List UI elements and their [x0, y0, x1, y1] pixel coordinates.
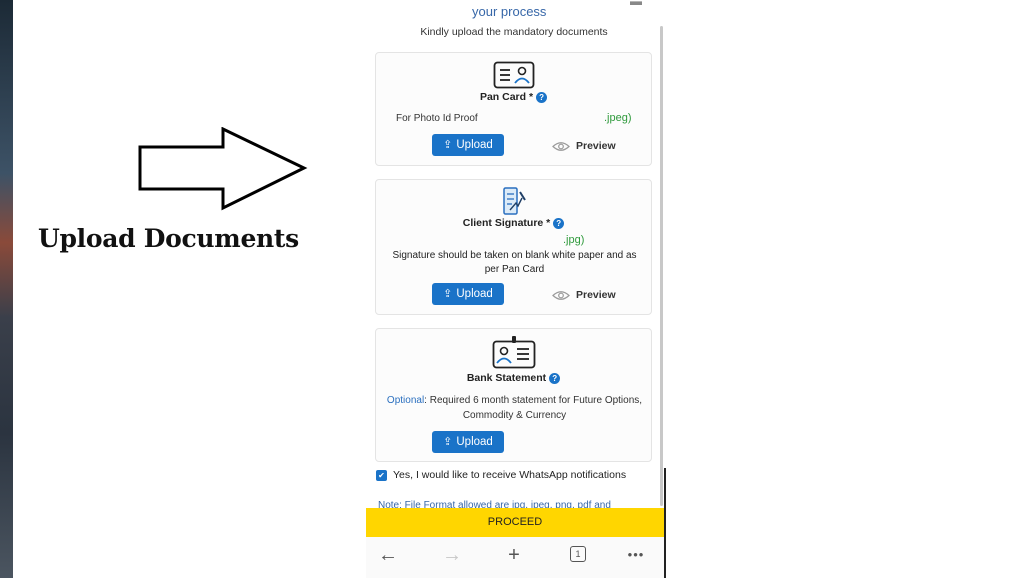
- upload-icon: ⇪: [443, 436, 453, 448]
- preview-label: Preview: [576, 140, 616, 152]
- help-icon[interactable]: ?: [549, 372, 561, 384]
- more-menu-icon[interactable]: •••: [627, 547, 645, 562]
- frame-edge-line: [664, 468, 666, 578]
- eye-icon: [552, 290, 570, 300]
- forward-arrow-icon[interactable]: →: [442, 544, 462, 566]
- id-card-icon: [493, 61, 534, 89]
- signature-title: Client Signature *?: [376, 217, 651, 229]
- pan-card-title: Pan Card *?: [376, 91, 651, 103]
- bank-statement-desc-text: : Required 6 month statement for Future …: [424, 395, 643, 421]
- signature-description: Signature should be taken on blank white…: [392, 250, 637, 275]
- tab-count: 1: [570, 545, 586, 562]
- pan-card-upload-button[interactable]: ⇪Upload: [432, 134, 504, 156]
- bank-statement-title-text: Bank Statement: [466, 372, 547, 384]
- phone-screen: your process ▬ Kindly upload the mandato…: [366, 0, 664, 578]
- preview-label: Preview: [576, 289, 616, 301]
- new-tab-icon[interactable]: +: [508, 544, 520, 566]
- upload-documents-caption: Upload Documents: [38, 224, 299, 253]
- bank-statement-section: Bank Statement? Optional: Required 6 mon…: [375, 328, 652, 462]
- whatsapp-consent-label: Yes, I would like to receive WhatsApp no…: [393, 469, 627, 481]
- signature-upload-button[interactable]: ⇪Upload: [432, 283, 504, 305]
- upload-icon: ⇪: [443, 288, 453, 300]
- page-title-partial: your process: [472, 4, 547, 19]
- scrollbar[interactable]: [660, 26, 663, 506]
- checkbox-checked-icon[interactable]: ✔: [376, 469, 387, 481]
- whatsapp-consent[interactable]: ✔ Yes, I would like to receive WhatsApp n…: [376, 469, 626, 481]
- pan-card-hint: For Photo Id Proof: [396, 113, 478, 124]
- right-arrow-icon: [138, 127, 308, 211]
- file-format-note-partial: Note: File Format allowed are jpg, jpeg,…: [378, 500, 611, 511]
- signature-preview-button[interactable]: Preview: [552, 289, 616, 301]
- background-photo-strip: [0, 0, 13, 578]
- badge-card-icon: [492, 336, 535, 369]
- bank-statement-title: Bank Statement?: [376, 372, 651, 384]
- back-arrow-icon[interactable]: ←: [378, 544, 398, 566]
- optional-label: Optional: [386, 395, 425, 406]
- upload-icon: ⇪: [443, 139, 453, 151]
- proceed-button[interactable]: PROCEED: [366, 508, 664, 537]
- upload-label: Upload: [456, 288, 493, 300]
- help-icon[interactable]: ?: [536, 91, 548, 103]
- signature-title-text: Client Signature *: [462, 217, 551, 229]
- pan-card-preview-button[interactable]: Preview: [552, 140, 616, 152]
- eye-icon: [552, 141, 570, 151]
- tab-switcher-icon[interactable]: 1: [558, 537, 598, 578]
- menu-icon[interactable]: ▬: [630, 0, 642, 8]
- pan-card-format: .jpeg): [604, 112, 632, 124]
- signature-section: Client Signature *? .jpg) Signature shou…: [375, 179, 652, 315]
- intro-text: Kindly upload the mandatory documents: [420, 26, 608, 38]
- upload-label: Upload: [456, 139, 493, 151]
- pan-card-title-text: Pan Card *: [479, 91, 534, 103]
- signature-format: .jpg): [563, 234, 585, 246]
- bank-statement-description: Optional: Required 6 month statement for…: [382, 393, 647, 423]
- browser-bottom-bar: ← → + 1 •••: [366, 537, 664, 578]
- signature-icon: [502, 187, 526, 215]
- header-partial: your process ▬: [366, 0, 664, 19]
- upload-label: Upload: [456, 436, 493, 448]
- help-icon[interactable]: ?: [553, 217, 565, 229]
- bank-statement-upload-button[interactable]: ⇪Upload: [432, 431, 504, 453]
- pan-card-section: Pan Card *? For Photo Id Proof .jpeg) ⇪U…: [375, 52, 652, 166]
